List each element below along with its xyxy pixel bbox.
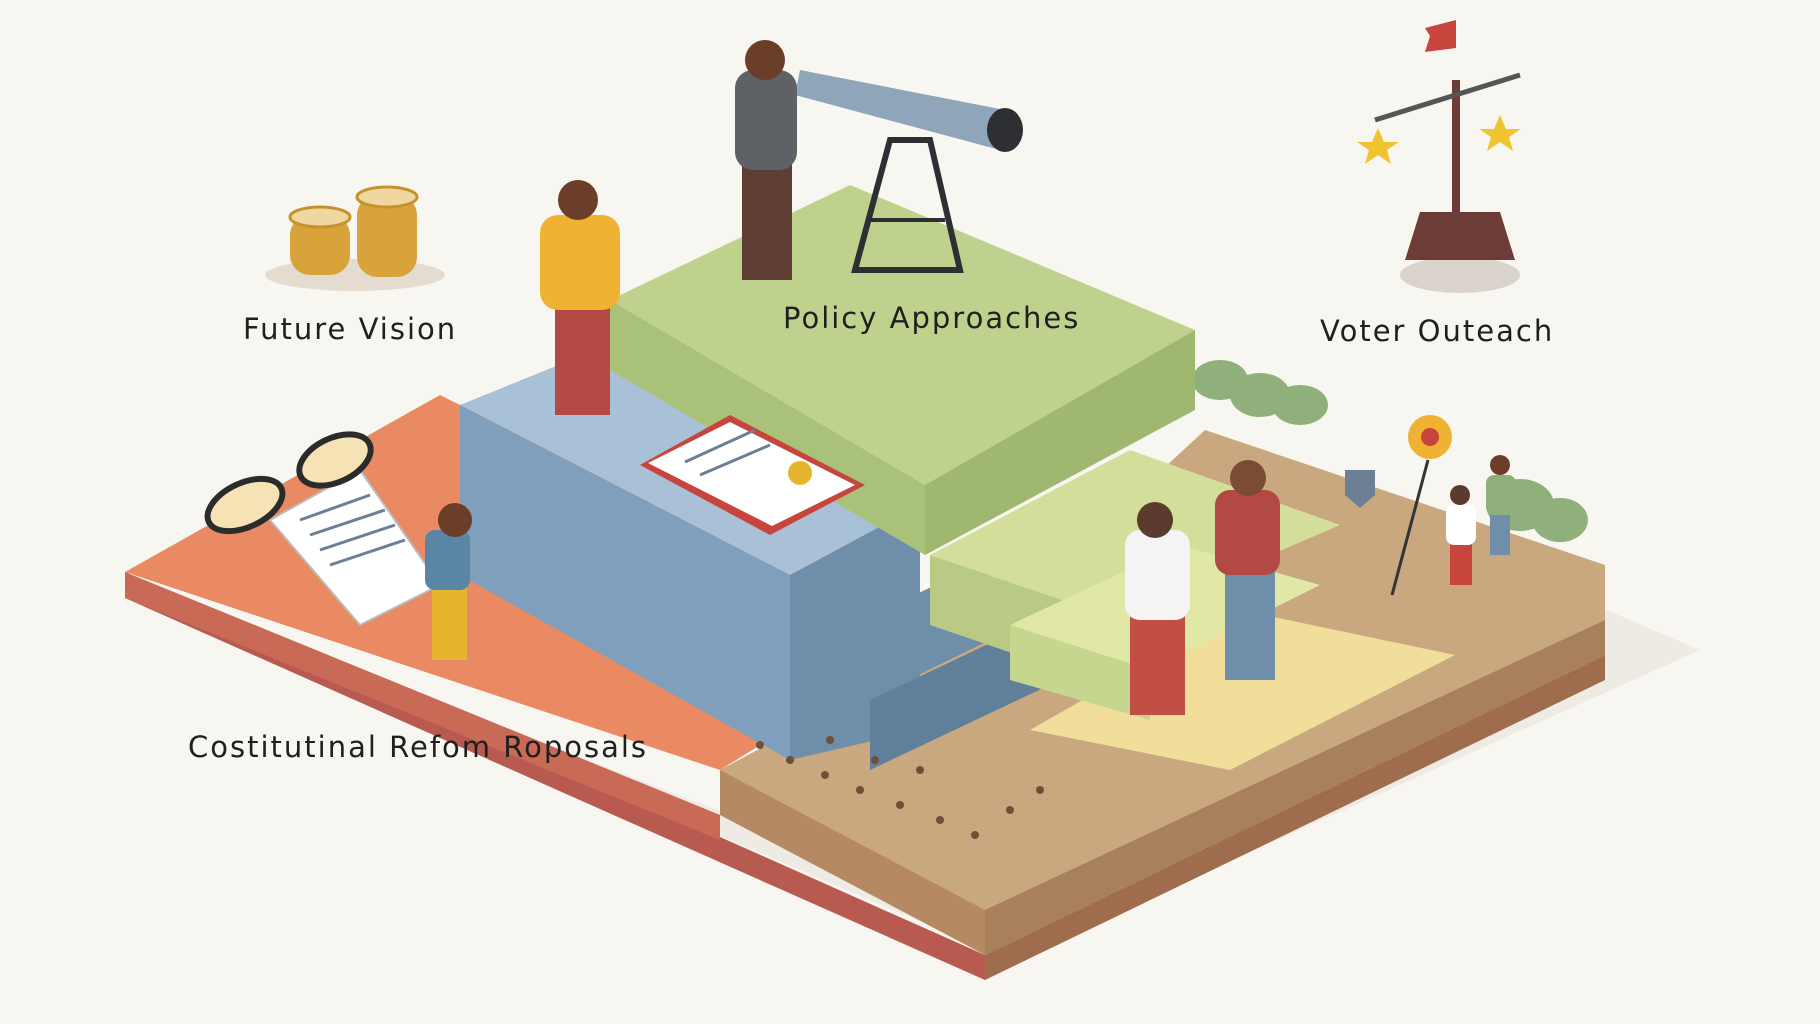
shield-icon [1345, 470, 1375, 508]
person-telescope [735, 40, 797, 280]
glasses-and-document [204, 431, 442, 627]
label-voter-outreach: Voter Outeach [1320, 314, 1555, 348]
small-people-group [1446, 455, 1516, 585]
balance-scale-icon [1357, 20, 1521, 293]
coin-stacks-icon [265, 185, 445, 291]
soil-cut-face [720, 770, 985, 955]
glasses-lens-left [204, 475, 286, 535]
telescope-icon [795, 70, 1023, 273]
star-icon-left [1357, 128, 1399, 164]
label-future-vision: Future Vision [243, 312, 458, 346]
flag-icon [1425, 20, 1456, 52]
certificate-seal-icon [788, 461, 812, 485]
person-red-shirt [1215, 460, 1280, 680]
person-reading [425, 503, 472, 660]
hedge-bushes [1192, 360, 1588, 542]
gear-icon [1408, 415, 1452, 459]
person-white-shirt [1125, 502, 1190, 715]
label-constitutional-reform: Costitutinal Refom Roposals [188, 730, 649, 764]
certificate-document [640, 415, 865, 535]
yellow-field [1030, 610, 1455, 770]
star-icon-right [1479, 115, 1521, 151]
person-yellow-jacket [540, 180, 620, 415]
soil-speckles [756, 736, 1044, 839]
label-policy-approaches: Policy Approaches [783, 301, 1081, 335]
glasses-lens-right [296, 431, 374, 489]
